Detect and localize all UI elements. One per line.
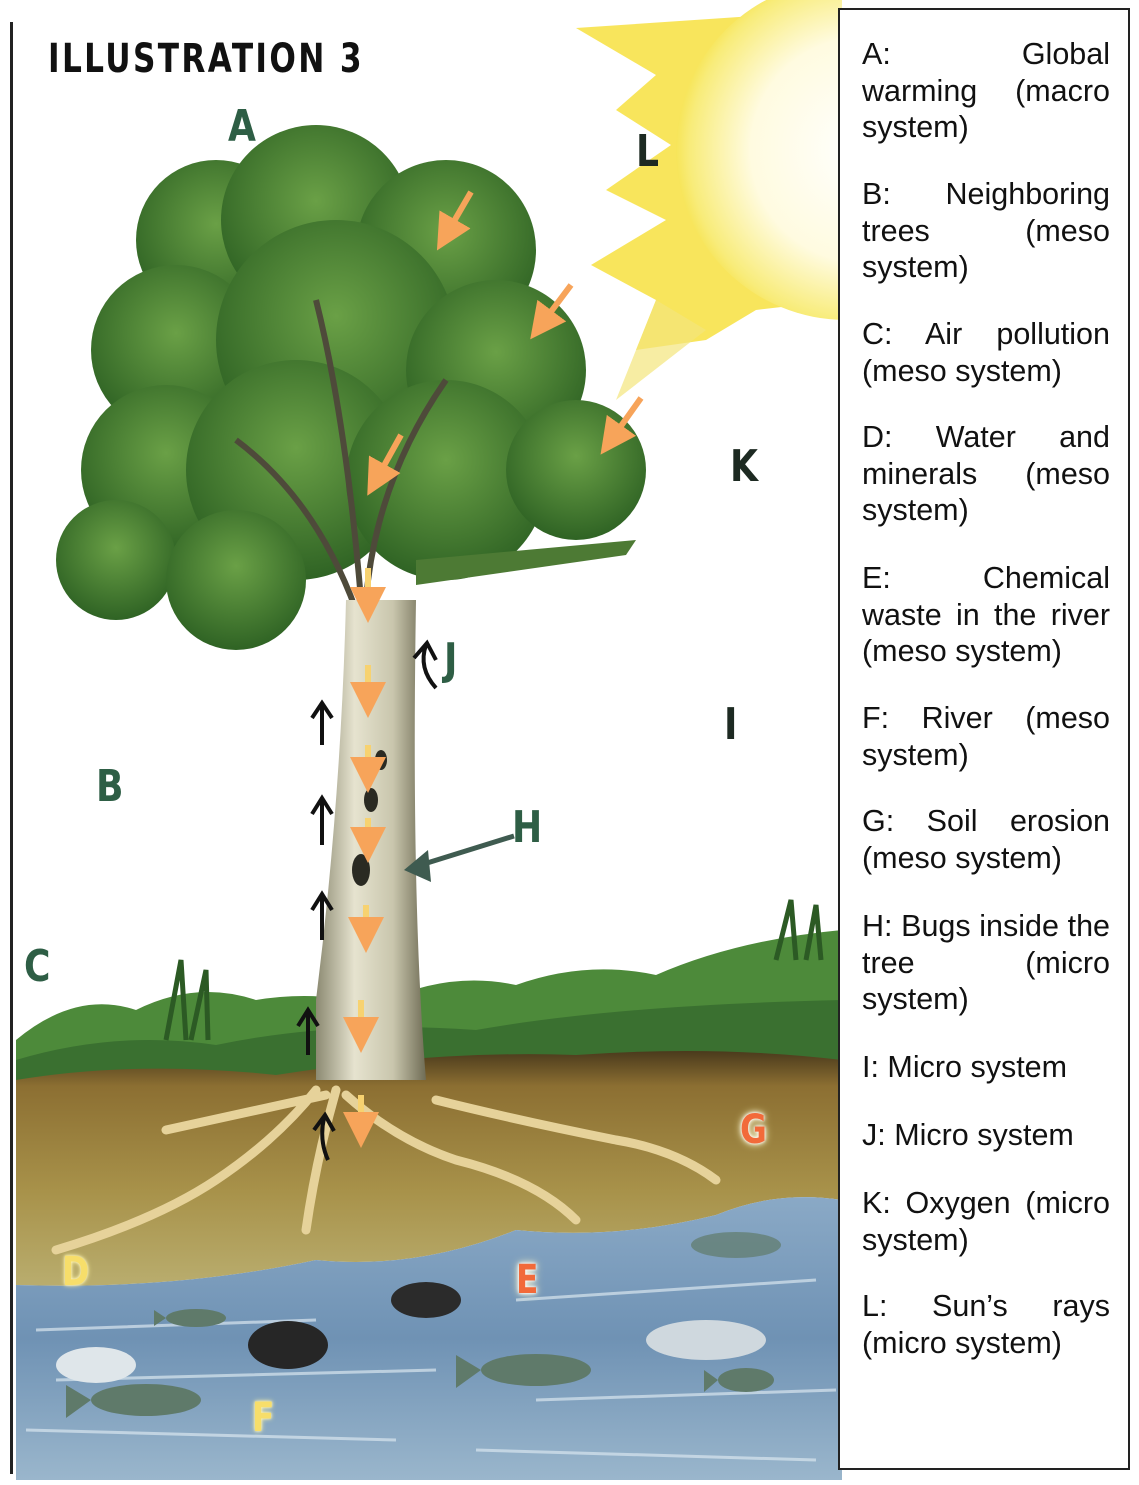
- left-border-line: [10, 22, 13, 1474]
- ecosystem-illustration: [16, 0, 842, 1480]
- legend-box: A: Global warming (macro system) B: Neig…: [838, 8, 1130, 1470]
- label-h: H: [512, 806, 542, 850]
- legend-item-h: H: Bugs inside the tree (micro system): [862, 908, 1110, 1018]
- legend-item-e: E: Chemical waste in the river (meso sys…: [862, 560, 1110, 670]
- label-f: F: [252, 1398, 274, 1438]
- legend-item-l: L: Sun’s rays (micro system): [862, 1288, 1110, 1361]
- legend-item-i: I: Micro system: [862, 1049, 1110, 1086]
- label-i: I: [724, 703, 737, 747]
- ecosystem-drawing: [16, 0, 842, 1480]
- legend-item-d: D: Water and minerals (meso system): [862, 419, 1110, 529]
- illustration-title: ILLUSTRATION 3: [48, 36, 364, 82]
- legend-item-f: F: River (meso system): [862, 700, 1110, 773]
- label-k: K: [730, 445, 758, 489]
- legend-item-j: J: Micro system: [862, 1117, 1110, 1154]
- tree-canopy: [56, 125, 646, 650]
- label-e: E: [516, 1260, 538, 1300]
- label-g: G: [740, 1110, 767, 1150]
- legend-item-a: A: Global warming (macro system): [862, 36, 1110, 146]
- label-b: B: [96, 765, 124, 809]
- label-c: C: [24, 945, 50, 989]
- label-l: L: [636, 130, 659, 174]
- sun: [576, 0, 842, 400]
- label-d: D: [62, 1252, 89, 1292]
- label-j: J: [444, 638, 457, 682]
- h-pointer-arrow: [404, 836, 514, 882]
- label-a: A: [228, 105, 256, 149]
- legend-item-g: G: Soil erosion (meso system): [862, 803, 1110, 876]
- legend-item-k: K: Oxygen (micro system): [862, 1185, 1110, 1258]
- legend-item-b: B: Neighboring trees (meso system): [862, 176, 1110, 286]
- legend-item-c: C: Air pollution (meso system): [862, 316, 1110, 389]
